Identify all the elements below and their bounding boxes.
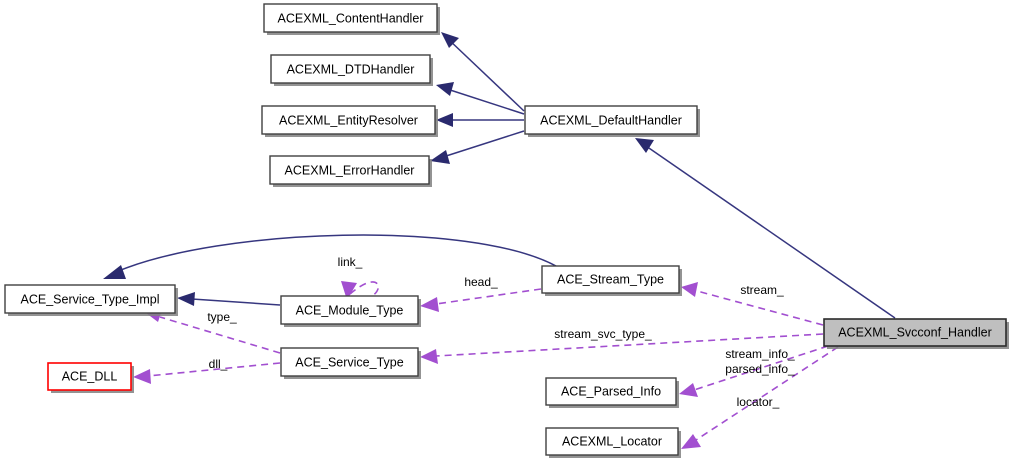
edge-stream-type-to-service-type-impl xyxy=(103,234,557,279)
association-edges xyxy=(133,281,839,449)
edge-default-to-content xyxy=(441,32,525,112)
edge-module-to-service-type-impl xyxy=(177,292,281,306)
edge-label-locator: locator_ xyxy=(737,395,780,409)
node-acexml-content-handler[interactable]: ACEXML_ContentHandler xyxy=(263,3,440,35)
edge-svcconf-locator xyxy=(681,346,839,449)
node-acexml-error-handler[interactable]: ACEXML_ErrorHandler xyxy=(269,155,432,187)
node-label: ACE_Service_Type xyxy=(295,355,403,369)
inheritance-edges xyxy=(103,32,896,319)
node-ace-dll[interactable]: ACE_DLL xyxy=(47,362,134,393)
node-label: ACEXML_ContentHandler xyxy=(278,11,424,25)
node-label: ACEXML_DTDHandler xyxy=(287,62,415,76)
edge-default-to-entity xyxy=(436,113,524,127)
node-ace-service-type[interactable]: ACE_Service_Type xyxy=(280,347,421,379)
node-ace-service-type-impl[interactable]: ACE_Service_Type_Impl xyxy=(4,284,178,316)
edge-svcconf-stream xyxy=(681,282,824,326)
node-label: ACE_Module_Type xyxy=(296,303,404,317)
node-label: ACEXML_EntityResolver xyxy=(279,113,418,127)
edge-module-self-link xyxy=(341,281,380,300)
edge-label-head: head_ xyxy=(464,275,498,289)
node-label: ACEXML_Locator xyxy=(562,434,662,448)
node-label: ACE_Stream_Type xyxy=(557,272,664,286)
node-acexml-locator[interactable]: ACEXML_Locator xyxy=(545,427,681,458)
node-acexml-dtd-handler[interactable]: ACEXML_DTDHandler xyxy=(270,54,433,86)
edge-default-to-dtd xyxy=(436,82,525,115)
edge-service-type-dll xyxy=(133,362,281,384)
node-label: ACEXML_Svcconf_Handler xyxy=(838,325,992,339)
node-acexml-svcconf-handler[interactable]: ACEXML_Svcconf_Handler xyxy=(823,318,1009,349)
node-label: ACE_Parsed_Info xyxy=(561,384,661,398)
node-label: ACE_Service_Type_Impl xyxy=(21,292,160,306)
edge-label-parsed-info: parsed_info_ xyxy=(725,362,795,376)
edge-svcconf-to-default xyxy=(635,138,896,319)
edge-label-dll: dll_ xyxy=(209,357,228,371)
node-label: ACEXML_DefaultHandler xyxy=(540,113,682,127)
edge-label-type: type_ xyxy=(207,310,237,324)
node-label: ACE_DLL xyxy=(62,369,118,383)
edge-svcconf-parsed-info xyxy=(679,345,829,397)
node-ace-stream-type[interactable]: ACE_Stream_Type xyxy=(541,265,682,296)
edge-label-link: link_ xyxy=(338,255,363,269)
node-label: ACEXML_ErrorHandler xyxy=(285,163,415,177)
edge-default-to-error xyxy=(430,130,525,164)
edge-svcconf-stream-svc-type xyxy=(420,333,824,364)
node-ace-module-type[interactable]: ACE_Module_Type xyxy=(280,295,421,327)
node-acexml-default-handler[interactable]: ACEXML_DefaultHandler xyxy=(524,105,700,137)
edge-stream-type-head xyxy=(420,288,542,312)
edge-label-stream: stream_ xyxy=(740,283,784,297)
edge-labels: link_ type_ dll_ head_ stream_ stream_sv… xyxy=(207,255,795,409)
node-ace-parsed-info[interactable]: ACE_Parsed_Info xyxy=(545,377,679,408)
edge-label-stream-info: stream_info_ xyxy=(725,347,795,361)
node-acexml-entity-resolver[interactable]: ACEXML_EntityResolver xyxy=(261,105,438,137)
edge-label-stream-svc-type: stream_svc_type_ xyxy=(554,327,652,341)
